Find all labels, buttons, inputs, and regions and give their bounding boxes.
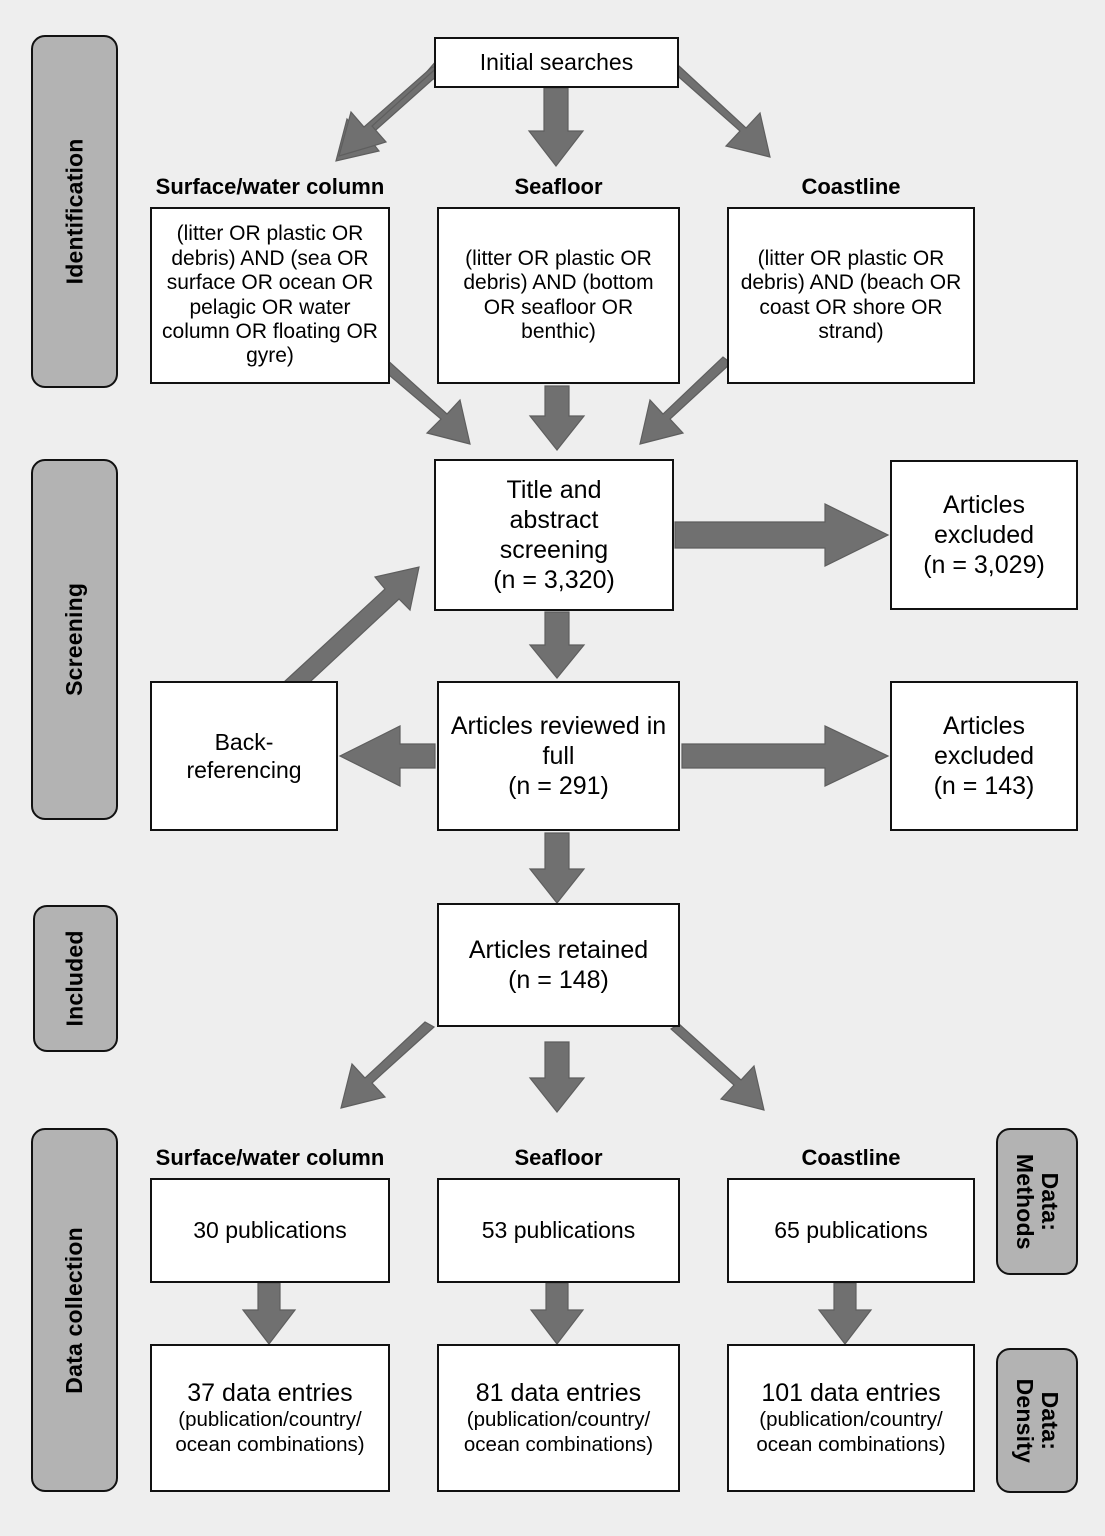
query-surface-text: (litter OR plastic OR debris) AND (sea O… xyxy=(162,222,378,368)
arrow-reviewed-to-excluded-2 xyxy=(681,725,890,787)
title-abstract-count: (n = 3,320) xyxy=(493,566,615,594)
box-title-abstract-screening: Title and abstract screening (n = 3,320) xyxy=(434,459,674,611)
excluded-2-main: Articles excluded xyxy=(933,712,1035,770)
reviewed-full-count: (n = 291) xyxy=(508,772,609,800)
arrow-screening-to-reviewed xyxy=(528,611,586,679)
stage-label-included: Included xyxy=(62,930,89,1027)
excluded-2-count: (n = 143) xyxy=(933,772,1035,800)
retained-main: Articles retained xyxy=(468,936,649,964)
entries-seafloor-sub: (publication/country/ ocean combinations… xyxy=(463,1408,654,1456)
entries-seafloor-content: 81 data entries (publication/country/ oc… xyxy=(458,1378,659,1457)
retained-content: Articles retained (n = 148) xyxy=(463,935,654,995)
box-query-seafloor: (litter OR plastic OR debris) AND (botto… xyxy=(437,207,680,384)
stage-pill-identification: Identification xyxy=(31,35,118,388)
arrow-initial-to-surface xyxy=(335,59,447,162)
title-abstract-content: Title and abstract screening (n = 3,320) xyxy=(458,475,650,595)
box-query-coastline: (litter OR plastic OR debris) AND (beach… xyxy=(727,207,975,384)
arrow-reviewed-to-backref xyxy=(338,725,436,787)
entries-surface-main: 37 data entries xyxy=(187,1379,353,1408)
arrow-screening-to-excluded-1 xyxy=(674,503,890,567)
entries-coastline-sub: (publication/country/ ocean combinations… xyxy=(756,1408,946,1456)
stage-pill-screening: Screening xyxy=(31,459,118,820)
stage-label-screening: Screening xyxy=(61,582,88,696)
output-label-data-methods: Data: Methods xyxy=(1012,1153,1063,1250)
arrow-retained-to-surface-pub xyxy=(340,1021,436,1109)
stage-pill-included: Included xyxy=(33,905,118,1052)
box-query-surface: (litter OR plastic OR debris) AND (sea O… xyxy=(150,207,390,384)
entries-surface-content: 37 data entries (publication/country/ oc… xyxy=(169,1378,370,1457)
output-label-data-density: Data: Density xyxy=(1012,1378,1063,1463)
box-initial-searches: Initial searches xyxy=(434,37,679,88)
publications-seafloor-label: 53 publications xyxy=(481,1217,636,1244)
arrow-initial-to-seafloor xyxy=(527,87,585,167)
box-articles-excluded-1: Articles excluded (n = 3,029) xyxy=(890,460,1078,610)
back-referencing-label: Back-referencing xyxy=(186,728,302,783)
initial-searches-label: Initial searches xyxy=(479,49,634,76)
arrow-reviewed-to-retained xyxy=(528,832,586,904)
stage-label-data-collection: Data collection xyxy=(61,1226,88,1394)
caption-data-seafloor: Seafloor xyxy=(514,1145,603,1170)
arrow-seafloor-to-screening xyxy=(528,385,586,451)
caption-data-coastline: Coastline xyxy=(801,1145,901,1170)
output-pill-data-methods: Data: Methods xyxy=(996,1128,1078,1275)
arrow-coastline-pub-to-entries xyxy=(817,1282,873,1345)
publications-coastline-label: 65 publications xyxy=(774,1217,928,1244)
box-publications-coastline: 65 publications xyxy=(727,1178,975,1283)
arrow-initial-to-coastline xyxy=(671,65,771,158)
arrow-retained-to-coastline-pub xyxy=(670,1023,765,1111)
arrow-retained-to-seafloor-pub xyxy=(528,1041,586,1113)
reviewed-full-main: Articles reviewed in full xyxy=(450,712,667,770)
stage-pill-data-collection: Data collection xyxy=(31,1128,118,1492)
box-publications-surface: 30 publications xyxy=(150,1178,390,1283)
box-articles-reviewed-full: Articles reviewed in full (n = 291) xyxy=(437,681,680,831)
entries-coastline-main: 101 data entries xyxy=(761,1379,941,1408)
caption-data-surface: Surface/water column xyxy=(155,1145,385,1170)
title-abstract-main: Title and abstract screening xyxy=(499,476,609,564)
query-coastline-text: (litter OR plastic OR debris) AND (beach… xyxy=(740,246,962,343)
arrow-surface-pub-to-entries xyxy=(241,1282,297,1345)
excluded-1-count: (n = 3,029) xyxy=(923,551,1045,579)
caption-identification-surface: Surface/water column xyxy=(155,174,385,199)
box-articles-excluded-2: Articles excluded (n = 143) xyxy=(890,681,1078,831)
entries-surface-sub: (publication/country/ ocean combinations… xyxy=(175,1408,365,1456)
excluded-1-main: Articles excluded xyxy=(933,491,1035,549)
retained-count: (n = 148) xyxy=(508,966,609,994)
box-entries-coastline: 101 data entries (publication/country/ o… xyxy=(727,1344,975,1492)
output-pill-data-density: Data: Density xyxy=(996,1348,1078,1493)
box-entries-surface: 37 data entries (publication/country/ oc… xyxy=(150,1344,390,1492)
caption-identification-seafloor: Seafloor xyxy=(514,174,603,199)
publications-surface-label: 30 publications xyxy=(193,1217,347,1244)
entries-seafloor-main: 81 data entries xyxy=(475,1379,642,1408)
arrow-seafloor-pub-to-entries xyxy=(529,1282,585,1345)
arrow-backref-to-screening xyxy=(282,566,420,695)
excluded-1-content: Articles excluded (n = 3,029) xyxy=(913,490,1055,580)
caption-identification-coastline: Coastline xyxy=(801,174,901,199)
box-back-referencing: Back-referencing xyxy=(150,681,338,831)
box-articles-retained: Articles retained (n = 148) xyxy=(437,903,680,1027)
stage-label-identification: Identification xyxy=(61,138,88,285)
box-entries-seafloor: 81 data entries (publication/country/ oc… xyxy=(437,1344,680,1492)
arrow-initial-to-surface-b xyxy=(338,63,442,157)
reviewed-full-content: Articles reviewed in full (n = 291) xyxy=(440,711,677,801)
excluded-2-content: Articles excluded (n = 143) xyxy=(913,711,1055,801)
query-seafloor-text: (litter OR plastic OR debris) AND (botto… xyxy=(463,246,654,343)
box-publications-seafloor: 53 publications xyxy=(437,1178,680,1283)
entries-coastline-content: 101 data entries (publication/country/ o… xyxy=(750,1378,951,1457)
